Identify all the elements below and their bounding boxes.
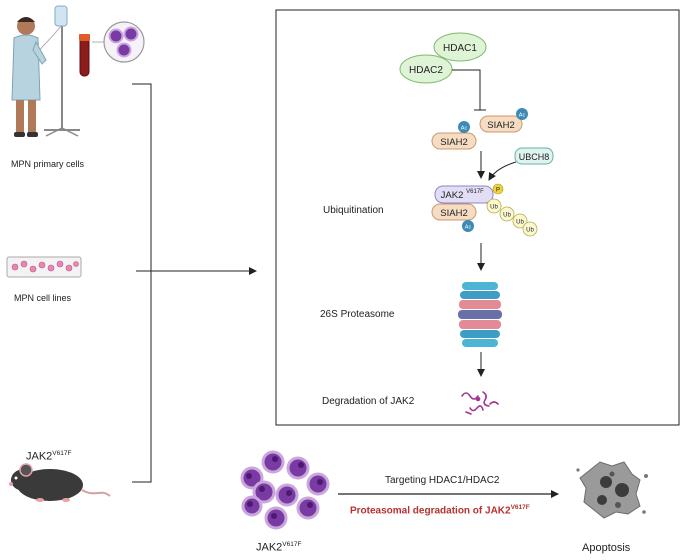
ub-label-3: Ub (516, 220, 524, 226)
jak2-cells-label-superscript: V617F (282, 541, 302, 548)
proteasomal-label-superscript: V617F (510, 504, 530, 511)
ubiquitination-label: Ubiquitination (323, 205, 384, 216)
ac-badge-3: Ac (465, 225, 472, 231)
phospho-badge: P (496, 188, 500, 194)
degradation-label: Degradation of JAK2 (322, 396, 415, 407)
inhibition-line (452, 69, 486, 111)
apoptotic-cell-icon (576, 461, 648, 519)
ubiquitin-chain (486, 198, 538, 237)
ac-badge-1: Ac (519, 113, 526, 119)
ub-label-1: Ub (490, 205, 498, 211)
degraded-peptides-icon (461, 391, 499, 415)
cell-zoom-icon (103, 21, 145, 63)
mpn-cell-lines-label: MPN cell lines (14, 293, 72, 303)
ac-badge-2: Ac (461, 126, 468, 132)
mouse-label-superscript: V617F (52, 450, 72, 457)
svg-text:SIAH2: SIAH2 (487, 120, 514, 131)
svg-text:SIAH2: SIAH2 (440, 208, 467, 219)
source-bracket (132, 83, 152, 483)
hdac2-node: HDAC2 (399, 54, 453, 84)
ub-label-2: Ub (503, 213, 511, 219)
proteasomal-degradation-label: Proteasomal degradation of JAK2V617F (350, 504, 530, 516)
svg-text:UBCH8: UBCH8 (519, 152, 550, 162)
hdac1-node: HDAC1 (433, 32, 487, 62)
hdac1-label: HDAC1 (443, 43, 477, 54)
targeting-label: Targeting HDAC1/HDAC2 (385, 475, 500, 486)
mouse-icon (9, 463, 111, 502)
hdac2-label: HDAC2 (409, 65, 443, 76)
siah2-node-lower: SIAH2 Ac (431, 121, 477, 150)
patient-icon (11, 5, 80, 137)
proteasomal-label-main: Proteasomal degradation of JAK2 (350, 505, 511, 517)
jak2-label: JAK2 (441, 190, 464, 201)
ubch8-node: UBCH8 (514, 147, 554, 165)
cell-culture-dish-icon (6, 256, 82, 278)
proteasome-label: 26S Proteasome (320, 309, 395, 320)
proteasome-icon (458, 282, 502, 347)
pathway-box (275, 9, 680, 426)
blood-tube-icon (79, 34, 90, 77)
jak2-superscript: V617F (466, 189, 484, 195)
mouse-label-main: JAK2 (26, 450, 53, 463)
jak2-cells-label-main: JAK2 (256, 541, 283, 554)
arrow-ubch8-to-complex (488, 161, 517, 181)
mouse-model-label: JAK2V617F (26, 450, 71, 463)
ub-label-4: Ub (526, 228, 534, 234)
jak2-complex: JAK2 V617F P SIAH2 Ac Ub Ub Ub Ub (431, 183, 538, 237)
mpn-primary-cells-label: MPN primary cells (11, 159, 85, 169)
jak2-cells-label: JAK2V617F (256, 541, 301, 554)
svg-text:SIAH2: SIAH2 (440, 137, 467, 148)
apoptosis-label: Apoptosis (582, 542, 631, 554)
siah2-node-upper: SIAH2 Ac (479, 108, 528, 133)
jak2-cells-cluster (240, 450, 330, 530)
